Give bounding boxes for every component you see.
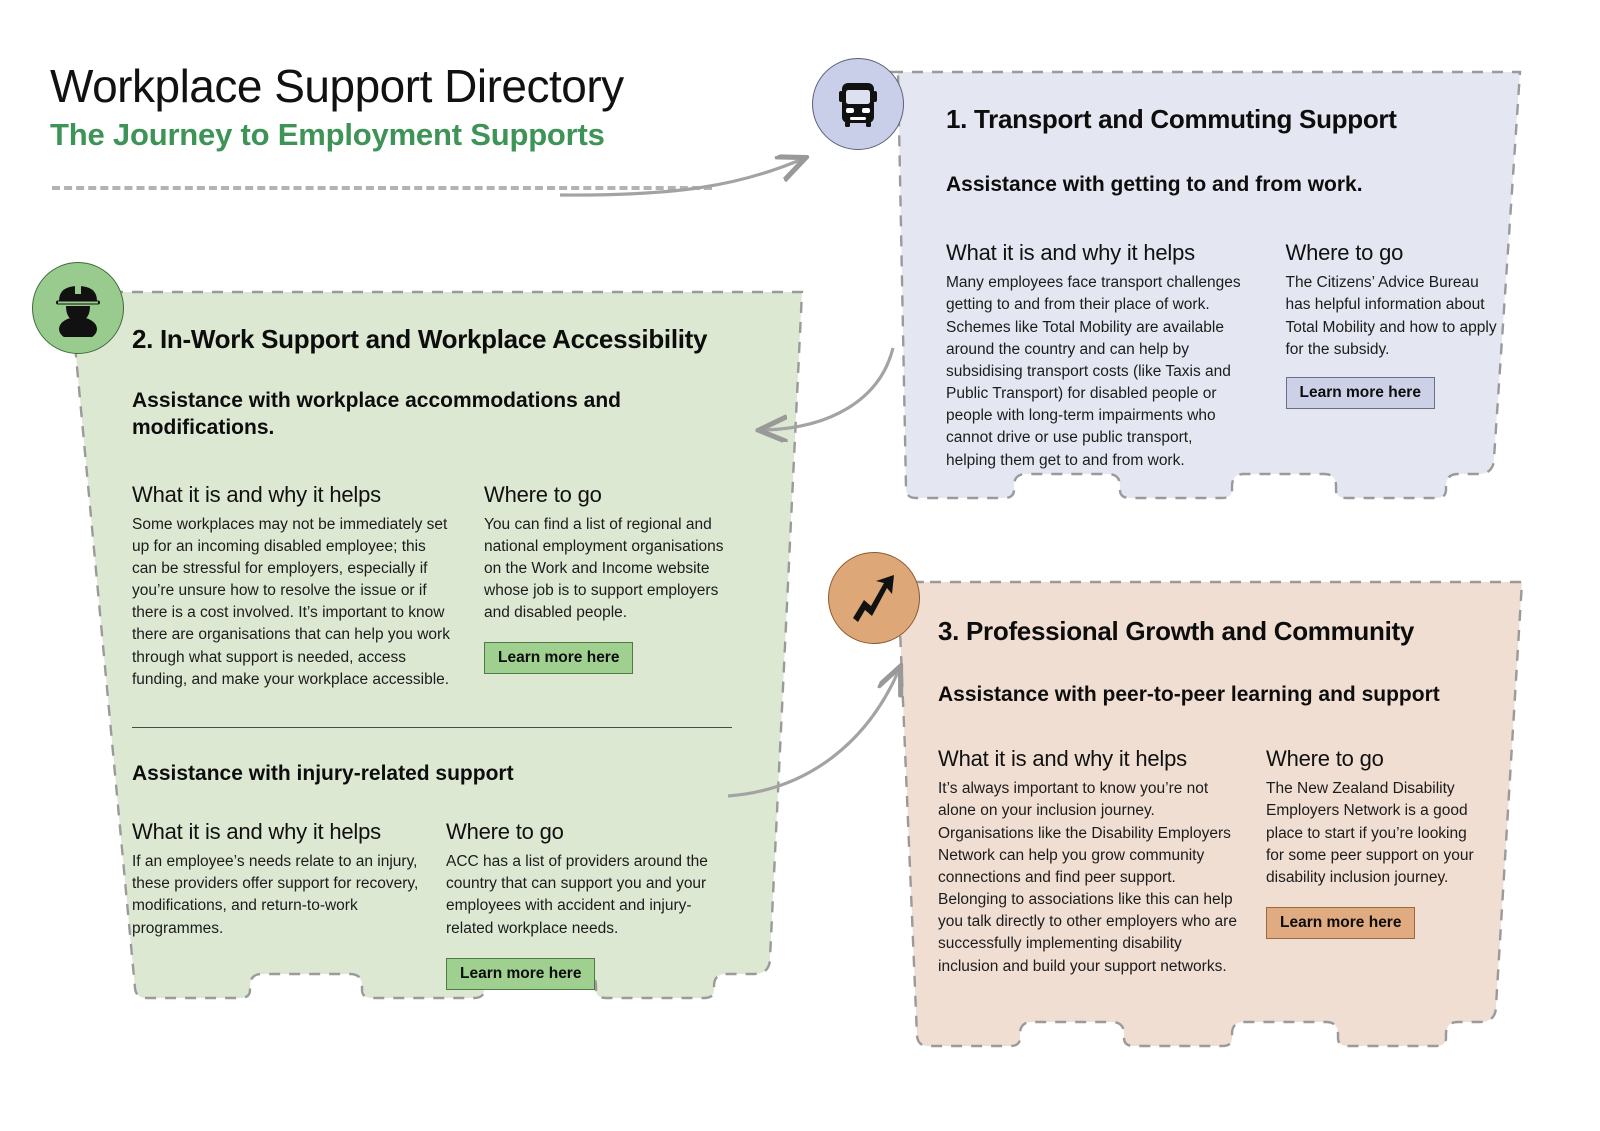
- learn-more-button-inwork-injury[interactable]: Learn more here: [446, 957, 596, 990]
- bus-icon: [839, 83, 877, 127]
- learn-more-button-transport[interactable]: Learn more here: [1285, 376, 1435, 409]
- what-it-is-heading: What it is and why it helps: [132, 481, 381, 507]
- where-to-go-body: The Citizens’ Advice Bureau has helpful …: [1285, 274, 1497, 358]
- section-divider: [132, 726, 732, 728]
- what-it-is-body: If an employee’s needs relate to an inju…: [132, 853, 419, 937]
- card-in-work-support-and-workplace-accessibility: 2. In-Work Support and Workplace Accessi…: [50, 282, 812, 1002]
- where-to-go-heading: Where to go: [1285, 240, 1404, 266]
- hard-hat-worker-icon-badge: [32, 262, 124, 354]
- what-it-is-body: It’s always important to know you’re not…: [938, 780, 1237, 975]
- growth-arrow-icon: [853, 575, 894, 622]
- where-to-go-body: The New Zealand Disability Employers Net…: [1266, 780, 1474, 886]
- inwork-where-column-2: Where to go ACC has a list of providers …: [446, 819, 718, 990]
- hard-hat-worker-icon: [56, 284, 100, 337]
- where-to-go-heading: Where to go: [484, 481, 602, 507]
- where-to-go-heading: Where to go: [1266, 746, 1384, 772]
- bus-icon-badge: [812, 58, 904, 150]
- page-subtitle: The Journey to Employment Supports: [50, 117, 605, 153]
- card-inwork-title: 2. In-Work Support and Workplace Accessi…: [132, 324, 708, 354]
- what-it-is-heading: What it is and why it helps: [938, 746, 1187, 772]
- injury-subheading: Assistance with injury-related support: [132, 761, 514, 785]
- what-it-is-body: Many employees face transport challenges…: [946, 274, 1241, 469]
- title-dashed-rule: [52, 186, 712, 190]
- page-title: Workplace Support Directory: [50, 60, 624, 112]
- card-transport-title: 1. Transport and Commuting Support: [946, 104, 1397, 134]
- card-inwork-section-accommodations: What it is and why it helps Some workpla…: [132, 482, 782, 691]
- card-transport-where-column: Where to go The Citizens’ Advice Bureau …: [1285, 240, 1499, 471]
- learn-more-button-inwork-accommodations[interactable]: Learn more here: [484, 642, 634, 675]
- what-it-is-heading: What it is and why it helps: [946, 240, 1195, 266]
- inwork-where-column-1: Where to go You can find a list of regio…: [484, 482, 742, 691]
- card-growth-where-column: Where to go The New Zealand Disability E…: [1266, 746, 1482, 977]
- inwork-what-column-1: What it is and why it helps Some workpla…: [132, 482, 452, 691]
- learn-more-button-growth[interactable]: Learn more here: [1266, 907, 1416, 940]
- card-transport-and-commuting-support: 1. Transport and Commuting Support Assis…: [858, 62, 1534, 504]
- card-inwork-lead: Assistance with workplace accommodations…: [132, 389, 621, 440]
- card-growth-content: 3. Professional Growth and Community Ass…: [882, 572, 1532, 978]
- where-to-go-heading: Where to go: [446, 819, 564, 845]
- what-it-is-body: Some workplaces may not be immediately s…: [132, 515, 450, 688]
- card-transport-content: 1. Transport and Commuting Support Assis…: [858, 62, 1534, 472]
- card-growth-lead: Assistance with peer-to-peer learning an…: [938, 683, 1440, 706]
- what-it-is-heading: What it is and why it helps: [132, 819, 381, 845]
- inwork-what-column-2: What it is and why it helps If an employ…: [132, 819, 432, 990]
- card-growth-what-column: What it is and why it helps It’s always …: [938, 746, 1238, 977]
- card-inwork-shape: [68, 290, 804, 1000]
- where-to-go-body: ACC has a list of providers around the c…: [446, 853, 708, 937]
- card-inwork-section-injury: Assistance with injury-related support W…: [132, 760, 782, 990]
- where-to-go-body: You can find a list of regional and nati…: [484, 515, 724, 622]
- card-transport-lead: Assistance with getting to and from work…: [946, 173, 1363, 196]
- title-block: Workplace Support Directory The Journey …: [50, 62, 770, 152]
- card-professional-growth-and-community: 3. Professional Growth and Community Ass…: [882, 572, 1532, 1050]
- card-inwork-content: 2. In-Work Support and Workplace Accessi…: [50, 282, 812, 990]
- card-transport-what-column: What it is and why it helps Many employe…: [946, 240, 1244, 471]
- growth-arrow-icon-badge: [828, 552, 920, 644]
- card-growth-title: 3. Professional Growth and Community: [938, 616, 1415, 646]
